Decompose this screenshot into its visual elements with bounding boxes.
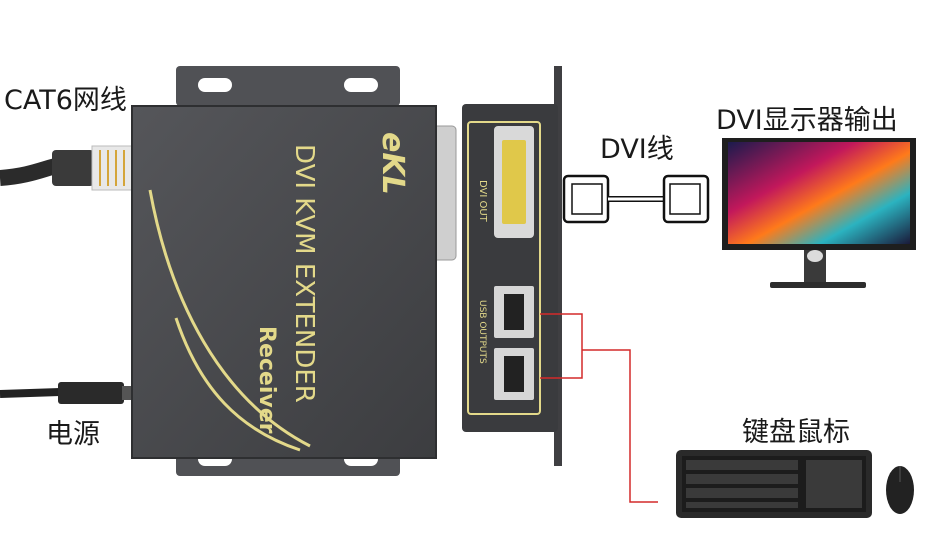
product-line-text: DVI KVM EXTENDER — [289, 144, 319, 403]
brand-logo: eKL — [375, 132, 410, 195]
usb-outputs-label: USB OUTPUTS — [477, 300, 487, 364]
keyboard — [676, 450, 872, 518]
cat6-cable-label: CAT6网线 — [4, 85, 127, 116]
mouse — [886, 466, 914, 514]
rj45-plug — [91, 145, 133, 191]
top-flange — [176, 66, 400, 106]
dvi-cable — [562, 174, 710, 224]
receiver-device: eKL DVI KVM EXTENDER Receiver — [131, 105, 437, 459]
back-panel: DVI OUT USB OUTPUTS — [462, 104, 558, 432]
dvi-cable-label: DVI线 — [600, 134, 674, 165]
cat6-cable — [0, 145, 133, 191]
swoosh-decoration — [148, 189, 311, 448]
usb-connector-lines — [540, 313, 658, 503]
model-text: Receiver — [254, 326, 279, 434]
monitor-screen — [728, 142, 910, 244]
power-plug — [58, 382, 124, 404]
dvi-out-label: DVI OUT — [477, 180, 488, 223]
dvi-monitor — [722, 138, 916, 288]
power-cable — [0, 382, 132, 404]
keyboard-mouse-label: 键盘鼠标 — [742, 417, 850, 448]
dvi-monitor-label: DVI显示器输出 — [716, 105, 898, 136]
power-label: 电源 — [46, 419, 100, 450]
rj45-boot — [52, 150, 94, 186]
